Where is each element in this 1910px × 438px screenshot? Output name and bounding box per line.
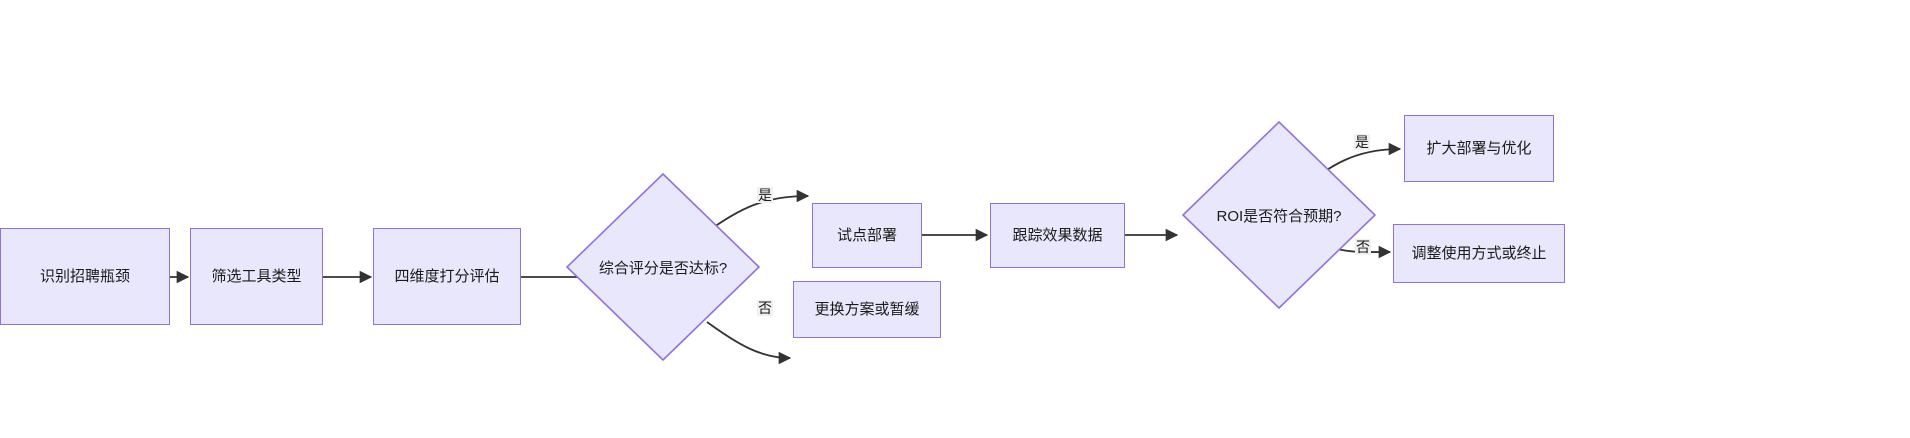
node-switch-plan-or-defer[interactable]: 更换方案或暂缓 bbox=[793, 281, 941, 338]
node-label: 更换方案或暂缓 bbox=[814, 300, 920, 318]
node-identify-bottleneck[interactable]: 识别招聘瓶颈 bbox=[0, 228, 170, 325]
node-track-effect-data[interactable]: 跟踪效果数据 bbox=[990, 203, 1125, 268]
node-filter-tool-type[interactable]: 筛选工具类型 bbox=[190, 228, 323, 325]
node-label: 跟踪效果数据 bbox=[1012, 226, 1103, 244]
node-adjust-usage-or-terminate[interactable]: 调整使用方式或终止 bbox=[1393, 224, 1565, 283]
edge-label-d2-yes: 是 bbox=[1354, 134, 1370, 151]
node-pilot-deployment[interactable]: 试点部署 bbox=[812, 203, 922, 268]
edge-label-d1-no: 否 bbox=[757, 300, 773, 317]
node-label: 试点部署 bbox=[836, 226, 897, 244]
node-label: 筛选工具类型 bbox=[211, 267, 302, 285]
node-label: ROI是否符合预期? bbox=[1216, 207, 1342, 225]
diamond-shape bbox=[1181, 120, 1377, 310]
node-label: 识别招聘瓶颈 bbox=[39, 267, 130, 285]
node-label: 综合评分是否达标? bbox=[598, 259, 728, 277]
diamond-shape bbox=[565, 172, 761, 362]
edge-d1-n5 bbox=[706, 321, 792, 365]
edge-label-d2-no: 否 bbox=[1355, 239, 1371, 256]
edge-label-d1-yes: 是 bbox=[757, 187, 773, 204]
decision-roi-meets-expectation[interactable]: ROI是否符合预期? bbox=[1181, 120, 1377, 310]
decision-total-score-meets-standard[interactable]: 综合评分是否达标? bbox=[565, 172, 761, 362]
edge-d1-n4 bbox=[706, 189, 810, 233]
node-scale-deployment-optimize[interactable]: 扩大部署与优化 bbox=[1404, 115, 1554, 182]
node-four-dimension-scoring[interactable]: 四维度打分评估 bbox=[373, 228, 521, 325]
node-label: 调整使用方式或终止 bbox=[1411, 244, 1547, 262]
node-label: 扩大部署与优化 bbox=[1426, 139, 1532, 157]
node-label: 四维度打分评估 bbox=[394, 267, 500, 285]
